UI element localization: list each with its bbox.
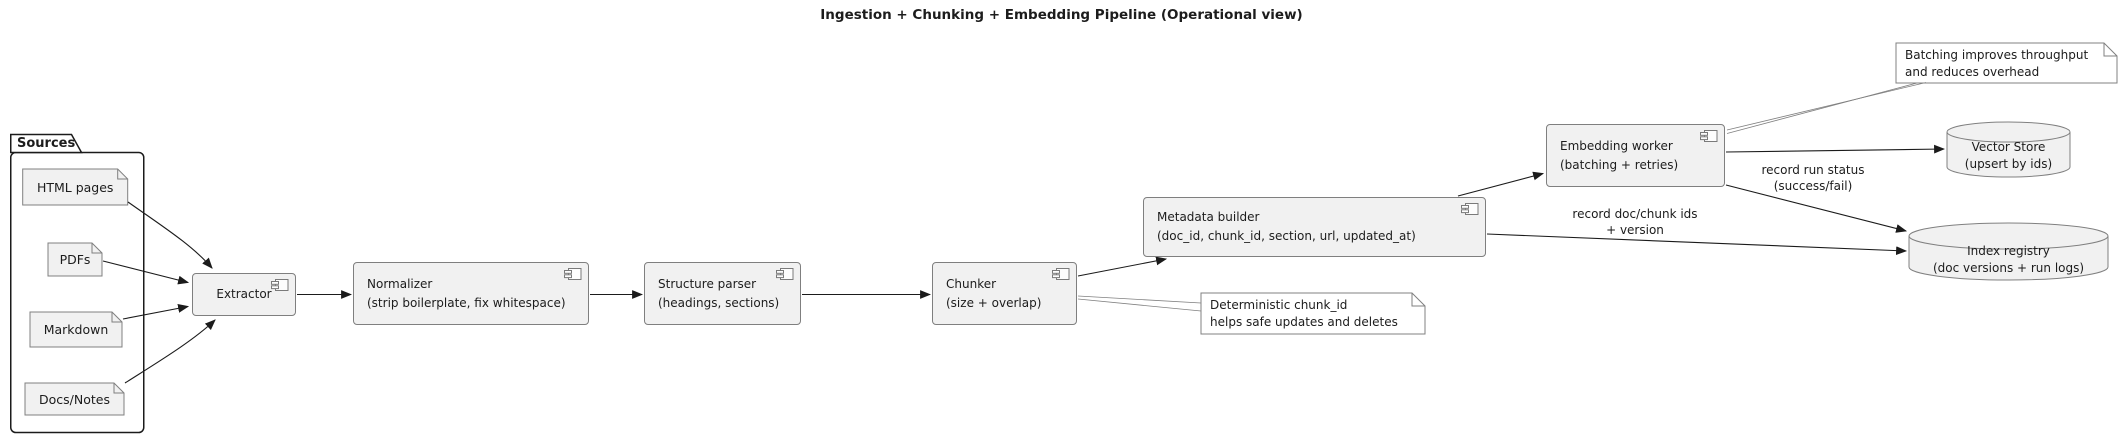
- component-node-structure-parser: Structure parser (headings, sections): [644, 262, 801, 325]
- edge-label-line: record doc/chunk ids: [1572, 207, 1698, 221]
- node-title: Normalizer: [367, 276, 433, 291]
- datastore-vector-store-shape: [1946, 121, 2071, 178]
- file-label-docs-notes: Docs/Notes: [39, 391, 110, 407]
- edge-markdown-to-extractor: [122, 304, 190, 320]
- datastore-title: Vector Store: [1971, 140, 2046, 154]
- component-icon: [1461, 203, 1479, 222]
- note-chunk-id-text: Deterministic chunk_id helps safe update…: [1210, 297, 1398, 331]
- edge-chunker-to-metadata-builder: [1077, 256, 1168, 277]
- node-title: Embedding worker: [1560, 138, 1673, 153]
- edge-label-line: + version: [1606, 223, 1664, 237]
- datastore-index-registry-label: Index registry (doc versions + run logs): [1909, 243, 2108, 277]
- sources-package-label: Sources: [17, 136, 76, 151]
- edge-label-line: record run status: [1761, 163, 1865, 177]
- component-node-chunker: Chunker (size + overlap): [932, 262, 1077, 325]
- component-node-extractor: Extractor: [192, 273, 296, 316]
- file-node-markdown: [29, 311, 123, 348]
- note-line: and reduces overhead: [1905, 65, 2040, 79]
- edge-embedding-worker-to-vector-store: [1725, 144, 1946, 154]
- datastore-index-registry-shape: [1908, 222, 2109, 281]
- edge-pdfs-to-extractor: [102, 260, 190, 285]
- component-icon: [776, 268, 794, 287]
- file-node-pdfs: [47, 242, 103, 277]
- edge-html-pages-to-extractor: [127, 201, 213, 269]
- note-line: Batching improves throughput: [1905, 48, 2089, 62]
- edge-label-doc-chunk: record doc/chunk ids + version: [1560, 206, 1710, 238]
- node-title: Structure parser: [658, 276, 757, 291]
- datastore-subtitle: (upsert by ids): [1964, 157, 2053, 171]
- edge-embedding-worker-to-index-registry: [1725, 184, 1908, 233]
- edge-metadata-builder-to-embedding-worker: [1457, 171, 1545, 197]
- node-title: Extractor: [216, 287, 272, 301]
- edge-label-run-status: record run status (success/fail): [1738, 162, 1888, 194]
- edge-metadata-builder-to-index-registry: [1486, 233, 1908, 255]
- note-connector-chunker: [1077, 295, 1202, 312]
- component-node-metadata-builder: Metadata builder (doc_id, chunk_id, sect…: [1143, 197, 1486, 257]
- datastore-vector-store-label: Vector Store (upsert by ids): [1947, 139, 2070, 173]
- node-subtitle: (size + overlap): [946, 295, 1042, 310]
- component-icon: [1700, 130, 1718, 149]
- note-connector-embedding-worker: [1726, 82, 1927, 134]
- component-icon: [271, 279, 289, 298]
- file-label-pdfs: PDFs: [59, 252, 91, 267]
- node-subtitle: (batching + retries): [1560, 157, 1679, 172]
- component-node-normalizer: Normalizer (strip boilerplate, fix white…: [353, 262, 589, 325]
- edge-label-line: (success/fail): [1773, 179, 1853, 193]
- file-label-html-pages: HTML pages: [36, 179, 114, 195]
- file-node-docs-notes: [24, 382, 125, 416]
- node-subtitle: (strip boilerplate, fix whitespace): [367, 295, 566, 310]
- component-icon: [1052, 268, 1070, 287]
- edge-docs-notes-to-extractor: [124, 319, 216, 384]
- file-label-markdown: Markdown: [43, 322, 109, 337]
- sources-package-tab: [10, 133, 83, 154]
- datastore-subtitle: (doc versions + run logs): [1932, 261, 2085, 275]
- note-line: helps safe updates and deletes: [1210, 315, 1398, 329]
- component-node-embedding-worker: Embedding worker (batching + retries): [1546, 124, 1725, 187]
- note-batching-text: Batching improves throughput and reduces…: [1905, 47, 2088, 81]
- node-title: Metadata builder: [1157, 210, 1260, 224]
- file-node-html-pages: [22, 168, 129, 206]
- note-batching: [1895, 42, 2118, 84]
- component-icon: [564, 268, 582, 287]
- note-chunk-id: [1200, 292, 1426, 335]
- node-title: Chunker: [946, 276, 997, 291]
- datastore-title: Index registry: [1967, 244, 2050, 258]
- node-subtitle: (headings, sections): [658, 295, 780, 310]
- diagram-title: Ingestion + Chunking + Embedding Pipelin…: [820, 7, 1303, 23]
- node-subtitle: (doc_id, chunk_id, section, url, updated…: [1157, 229, 1416, 243]
- note-line: Deterministic chunk_id: [1210, 298, 1348, 312]
